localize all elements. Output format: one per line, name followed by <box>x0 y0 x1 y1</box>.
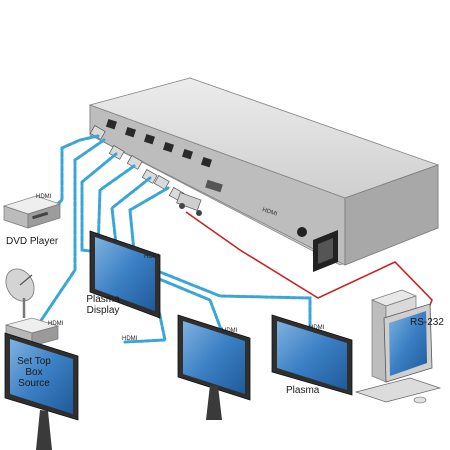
hdmi-label-plasma4: HDMI <box>309 325 325 331</box>
power-knob <box>297 227 307 237</box>
set-top-box-device <box>4 268 60 347</box>
set-top-box-label-line1: Set Top Box <box>17 356 51 378</box>
rs232-cable <box>185 211 433 319</box>
hdmi-switcher-device <box>88 77 440 272</box>
pc-computer <box>354 289 442 404</box>
plasma-display-label-line2: Display <box>86 305 120 316</box>
device-logo: HDMI <box>261 207 278 218</box>
rs232-connector <box>176 192 202 216</box>
hdmi-label-dvd: HDMI <box>36 194 52 200</box>
hdmi-connectors <box>89 125 185 202</box>
plasma-display-label-line1: Plasma <box>86 294 120 305</box>
plasma-display-1 <box>89 230 161 319</box>
hdmi-label-settop: HDMI <box>48 321 64 327</box>
dvd-player-device <box>2 195 62 229</box>
plasma-display-3 <box>177 314 251 420</box>
plasma-partial-label: Plasma <box>286 385 320 396</box>
hdmi-label-plasma2: HDMI <box>122 336 138 342</box>
hdmi-label-plasma3: HDMI <box>222 328 238 334</box>
power-socket <box>313 230 338 272</box>
rs232-label: RS-232 <box>410 317 444 328</box>
set-top-box-label-line2: Source <box>18 378 50 389</box>
plasma-display-label: Plasma Display <box>78 294 128 316</box>
plasma-display-4 <box>271 314 353 396</box>
front-panel-ports <box>105 118 223 193</box>
dvd-player-label: DVD Player <box>6 236 59 247</box>
set-top-box-label: Set Top Box Source <box>8 356 60 389</box>
hdmi-label-plasma1: HDMI <box>144 254 160 260</box>
plasma-display-2 <box>4 332 79 450</box>
